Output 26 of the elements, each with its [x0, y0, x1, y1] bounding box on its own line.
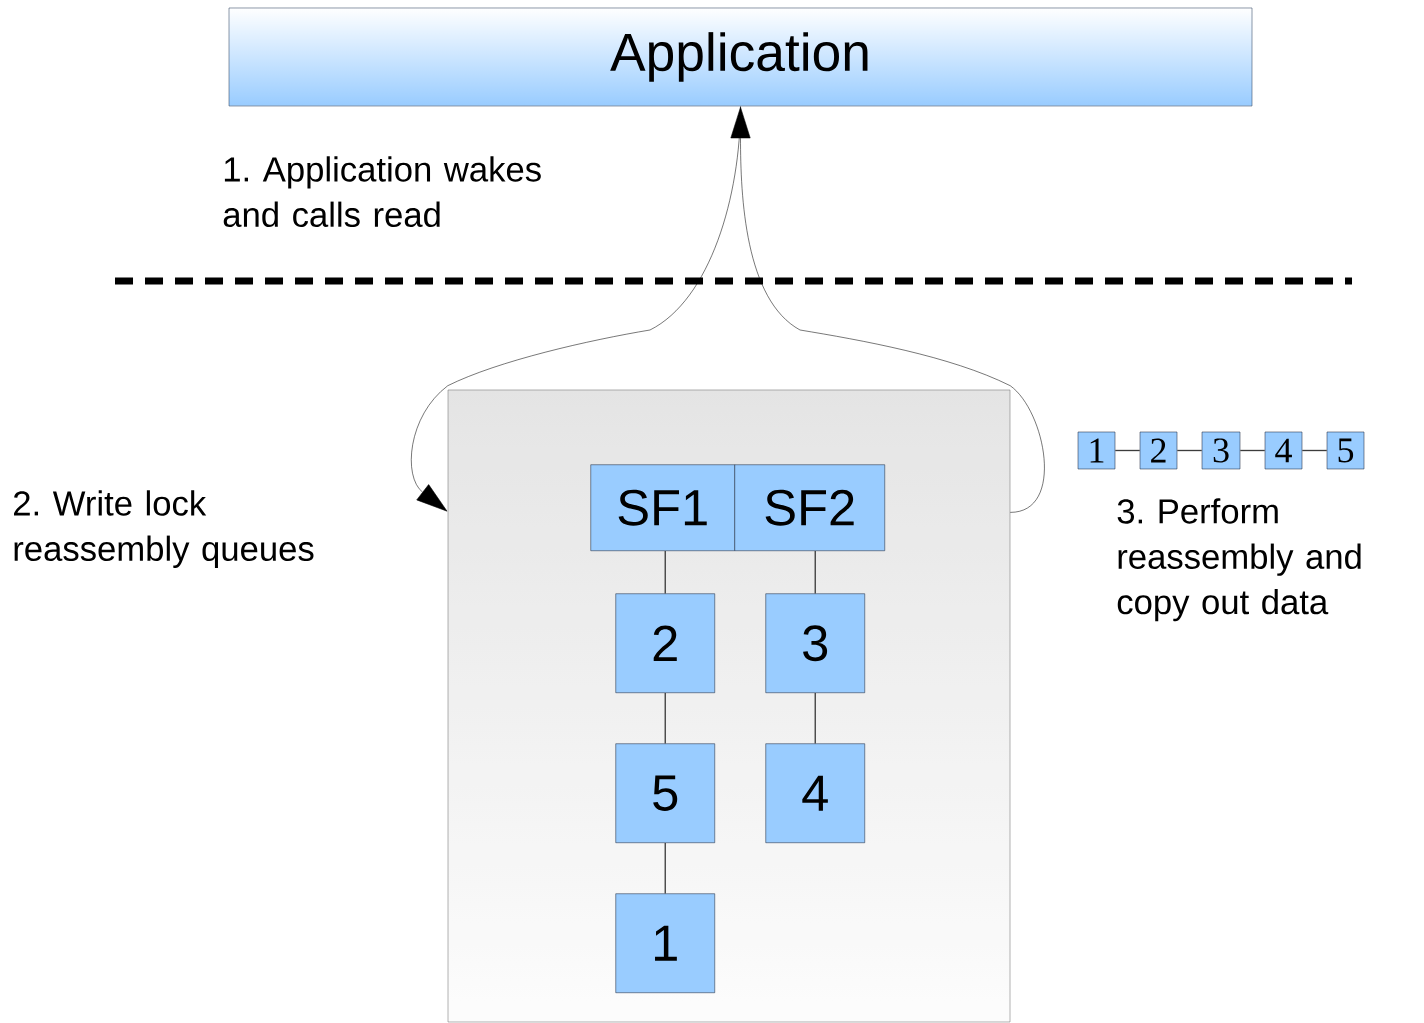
application-box: Application	[228, 7, 1253, 107]
connector-line	[664, 842, 666, 895]
connector-line	[1114, 449, 1141, 452]
fragment-box: 2	[615, 593, 715, 693]
fragment-box: SF2	[734, 464, 885, 551]
fragment-box: 5	[1326, 431, 1365, 470]
connector-line	[814, 692, 816, 745]
fragment-box: 3	[765, 593, 865, 693]
annotation-text: 2. Write lock reassembly queues	[14, 490, 314, 568]
fragment-box: 3	[1201, 431, 1241, 470]
arrow	[730, 106, 1045, 513]
connector-line	[1301, 449, 1328, 452]
connector-line	[1239, 449, 1266, 452]
fragment-box: SF1	[590, 464, 735, 551]
fragment-box: 5	[615, 743, 715, 843]
fragment-box: 4	[765, 743, 865, 843]
connector-line	[1176, 449, 1203, 452]
connector-line	[664, 692, 666, 745]
connector-line	[664, 550, 666, 595]
fragment-box: 1	[1077, 431, 1116, 470]
fragment-box: 2	[1139, 431, 1178, 470]
connector-line	[814, 550, 816, 595]
annotation-text: 3. Perform reassembly and copy out data	[1117, 498, 1361, 622]
annotation-text: 1. Application wakes and calls read	[223, 156, 541, 228]
fragment-box: 1	[615, 893, 715, 993]
fragment-box: 4	[1264, 431, 1303, 470]
